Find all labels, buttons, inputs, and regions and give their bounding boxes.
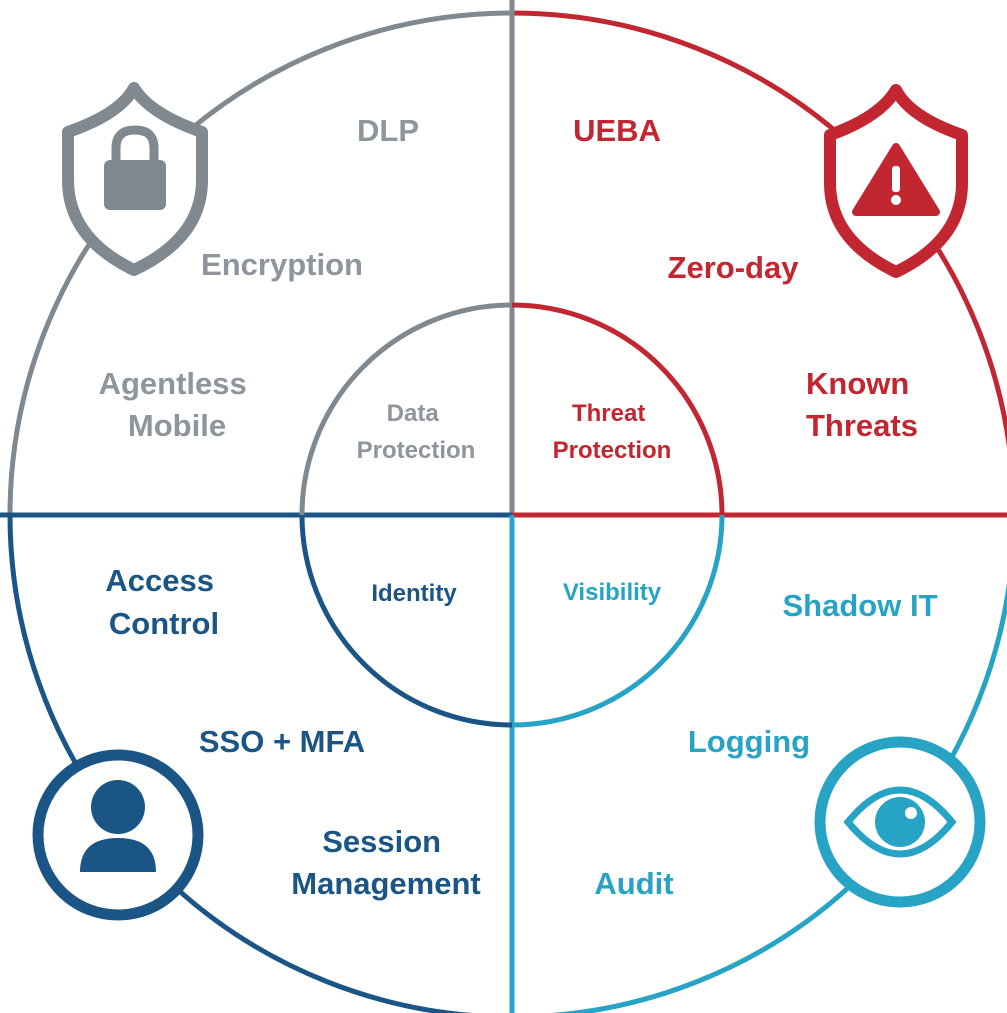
center-label-threat-protection: Threat Protection (553, 400, 672, 464)
item-dlp: DLP (357, 113, 419, 148)
item-agentless-mobile: Agentless Mobile (99, 366, 256, 443)
inner-arc-identity (299, 514, 513, 728)
item-access-control: Access Control (105, 563, 222, 641)
lock-shield-icon (62, 82, 208, 276)
item-logging: Logging (688, 724, 810, 759)
inner-arc-visibility (511, 514, 725, 728)
center-label-visibility: Visibility (563, 579, 662, 606)
center-label-identity: Identity (371, 580, 457, 607)
item-zero-day: Zero-day (668, 250, 800, 285)
item-ueba: UEBA (573, 113, 661, 148)
item-shadow-it: Shadow IT (783, 588, 938, 623)
item-audit: Audit (594, 866, 673, 901)
user-icon (32, 749, 204, 921)
warning-shield-icon (824, 84, 968, 278)
inner-arc-threat-protection (511, 302, 725, 516)
inner-arc-data-protection (299, 302, 513, 516)
item-known-threats: Known Threats (806, 366, 918, 443)
item-session-management: Session Management (291, 824, 480, 901)
center-label-data-protection: Data Protection (357, 400, 476, 464)
item-sso-mfa: SSO + MFA (199, 724, 365, 759)
item-encryption: Encryption (201, 247, 363, 282)
eye-icon (814, 736, 986, 908)
